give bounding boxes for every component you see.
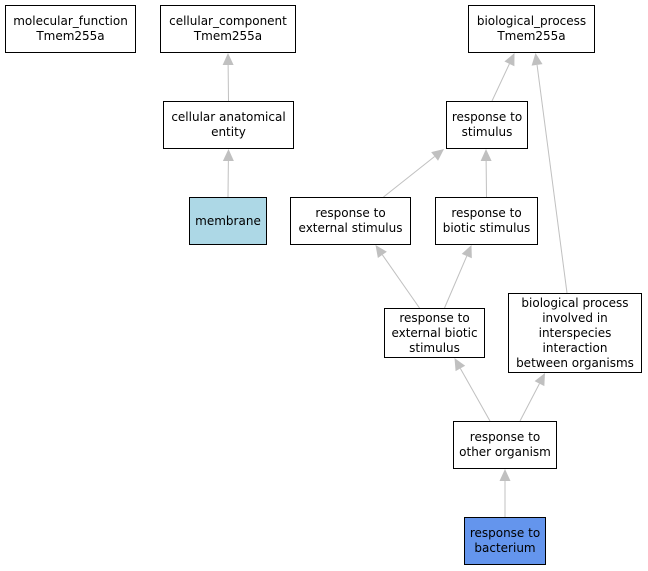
node-membrane: membrane xyxy=(189,197,267,245)
edge-line xyxy=(459,368,491,422)
edge-arrowhead xyxy=(504,53,515,67)
edge-line xyxy=(444,255,468,309)
node-response-to-external-stimulus: response to external stimulus xyxy=(290,197,411,245)
edge-arrowhead xyxy=(461,245,472,259)
node-response-to-biotic-stimulus: response to biotic stimulus xyxy=(435,197,538,245)
edge-response_to_bacterium-to-response_to_other_organism xyxy=(499,469,511,517)
edge-arrowhead xyxy=(531,53,543,66)
node-bp-interspecies-interaction: biological process involved in interspec… xyxy=(508,293,642,373)
edge-arrowhead xyxy=(222,53,234,66)
node-response-to-other-organism: response to other organism xyxy=(453,421,557,469)
edge-arrowhead xyxy=(480,149,492,162)
node-cellular-component: cellular_component Tmem255a xyxy=(160,5,296,53)
edge-response_to_stimulus-to-biological_process xyxy=(491,53,515,102)
edge-line xyxy=(519,383,540,422)
edge-response_to_other_organism-to-response_to_external_biotic_stimulus xyxy=(454,358,491,422)
edge-response_to_external_biotic_stimulus-to-response_to_biotic_stimulus xyxy=(444,245,472,309)
edge-line xyxy=(383,156,435,198)
node-response-to-external-biotic-stimulus: response to external biotic stimulus xyxy=(384,308,485,358)
node-molecular-function: molecular_function Tmem255a xyxy=(5,5,136,53)
edge-response_to_other_organism-to-bp_interspecies xyxy=(519,373,545,422)
edge-line xyxy=(381,254,420,309)
edge-response_to_external_biotic_stimulus-to-response_to_external_stimulus xyxy=(375,245,420,309)
edge-line xyxy=(536,64,568,294)
edge-bp_interspecies-to-biological_process xyxy=(531,53,568,294)
edge-arrowhead xyxy=(499,469,511,481)
node-response-to-bacterium: response to bacterium xyxy=(464,517,546,565)
edge-arrowhead xyxy=(431,149,444,161)
node-response-to-stimulus: response to stimulus xyxy=(446,101,528,149)
edge-response_to_biotic_stimulus-to-response_to_stimulus xyxy=(480,149,492,198)
edge-arrowhead xyxy=(375,245,387,258)
edge-cellular_anatomical_entity-to-cellular_component xyxy=(222,53,234,102)
edge-arrowhead xyxy=(534,373,545,387)
edge-arrowhead xyxy=(454,358,466,372)
edge-arrowhead xyxy=(222,149,234,162)
edge-response_to_external_stimulus-to-response_to_stimulus xyxy=(383,149,444,198)
edge-membrane-to-cellular_anatomical_entity xyxy=(222,149,234,198)
edge-line xyxy=(491,63,510,102)
node-cellular-anatomical-entity: cellular anatomical entity xyxy=(163,101,294,149)
node-biological-process: biological_process Tmem255a xyxy=(468,5,595,53)
